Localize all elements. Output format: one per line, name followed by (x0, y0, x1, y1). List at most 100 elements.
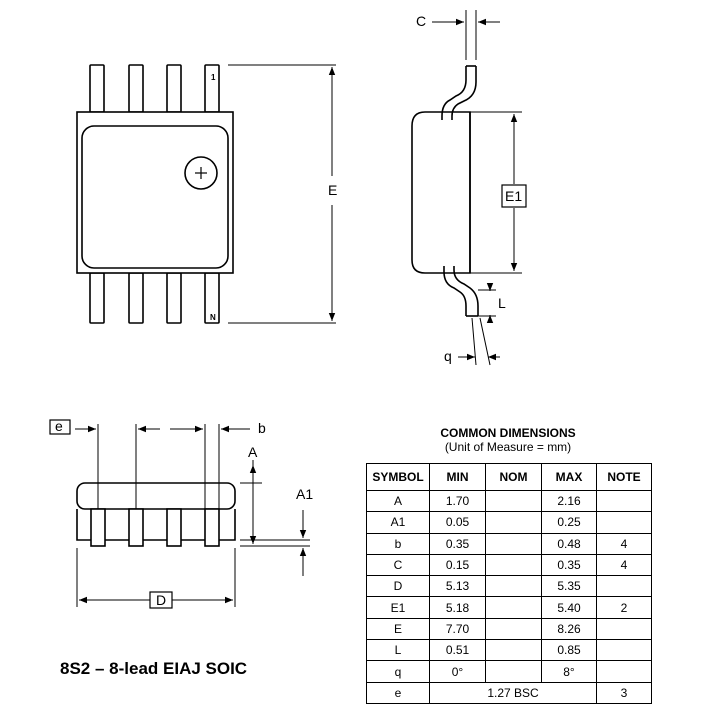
header-symbol: SYMBOL (366, 463, 430, 491)
cell-max: 0.35 (541, 553, 597, 577)
dim-label-L: L (498, 295, 506, 311)
table-header-row: SYMBOL MIN NOM MAX NOTE (366, 463, 652, 491)
bottom-lead (443, 266, 467, 316)
front-lead-1 (90, 508, 106, 547)
table-row: A 1.70 2.16 (366, 489, 652, 513)
dim-label-C: C (416, 13, 426, 29)
cell-nom (485, 596, 542, 619)
top-lead (441, 66, 467, 120)
cell-note (596, 575, 652, 598)
cell-symbol: q (366, 660, 430, 683)
package-body-inner (81, 125, 229, 269)
table-row: E 7.70 8.26 (366, 617, 652, 641)
cell-nom (485, 575, 542, 598)
cell-symbol: L (366, 639, 430, 662)
dim-label-A1: A1 (296, 486, 313, 502)
dim-label-A: A (248, 444, 258, 460)
bottom-pin-1 (89, 272, 105, 324)
cell-note: 4 (596, 532, 652, 555)
cell-min: 0.05 (429, 511, 486, 534)
cell-note (596, 489, 652, 513)
dim-label-E1: E1 (505, 188, 522, 204)
dim-label-b: b (258, 420, 266, 436)
bottom-pin-2 (128, 272, 144, 324)
top-pin-2 (128, 64, 144, 113)
cell-max: 0.48 (541, 532, 597, 555)
top-view (76, 64, 336, 324)
e-label-box (49, 419, 71, 435)
cell-note: 3 (596, 681, 652, 704)
cell-max: 8° (541, 660, 597, 683)
cell-min: 0.35 (429, 532, 486, 555)
cell-bsc-span: 1.27 BSC (429, 681, 597, 704)
cell-symbol: E (366, 617, 430, 641)
dim-label-E: E (328, 182, 337, 198)
front-view (49, 419, 310, 609)
bottom-pin-3 (166, 272, 182, 324)
header-note: NOTE (596, 463, 652, 491)
cell-note (596, 617, 652, 641)
pin1-mark-icon (184, 156, 218, 190)
side-view (411, 10, 527, 366)
top-pin-3 (166, 64, 182, 113)
table-row: A1 0.05 0.25 (366, 511, 652, 534)
dimensions-title: COMMON DIMENSIONS (440, 426, 576, 440)
front-body (76, 482, 236, 510)
table-row: b 0.35 0.48 4 (366, 532, 652, 555)
d-label-box (149, 591, 173, 609)
cell-symbol: A (366, 489, 430, 513)
front-lead-3 (166, 508, 182, 547)
package-title: 8S2 – 8-lead EIAJ SOIC (60, 659, 248, 678)
cell-min: 0° (429, 660, 486, 683)
dimensions-header: COMMON DIMENSIONS (Unit of Measure = mm) (366, 426, 650, 454)
cell-nom (485, 639, 542, 662)
e1-label-box (501, 184, 527, 208)
cell-min: 1.70 (429, 489, 486, 513)
cell-note (596, 660, 652, 683)
cell-min: 0.15 (429, 553, 486, 577)
cell-nom (485, 617, 542, 641)
cell-max: 5.35 (541, 575, 597, 598)
cell-max: 0.25 (541, 511, 597, 534)
front-lead-2 (128, 508, 144, 547)
table-row: e 1.27 BSC 3 (366, 681, 652, 704)
cell-max: 5.40 (541, 596, 597, 619)
dim-label-D: D (156, 592, 166, 608)
header-nom: NOM (485, 463, 542, 491)
cell-symbol: E1 (366, 596, 430, 619)
cell-symbol: e (366, 681, 430, 704)
dimensions-unit: (Unit of Measure = mm) (444, 440, 572, 454)
side-body (411, 111, 471, 274)
table-row: D 5.13 5.35 (366, 575, 652, 598)
dim-label-e: e (55, 418, 63, 434)
dimensions-table: SYMBOL MIN NOM MAX NOTE A 1.70 2.16 A1 0… (366, 463, 652, 704)
cell-min: 5.18 (429, 596, 486, 619)
table-row: E1 5.18 5.40 2 (366, 596, 652, 619)
table-row: L 0.51 0.85 (366, 639, 652, 662)
front-lead-4 (204, 508, 220, 547)
cell-note: 4 (596, 553, 652, 577)
header-min: MIN (429, 463, 486, 491)
cell-nom (485, 532, 542, 555)
cell-note: 2 (596, 596, 652, 619)
cell-note (596, 639, 652, 662)
cell-min: 7.70 (429, 617, 486, 641)
table-row: q 0° 8° (366, 660, 652, 683)
pin-n-label: N (210, 313, 216, 322)
top-pin-1 (89, 64, 105, 113)
cell-note (596, 511, 652, 534)
cell-symbol: b (366, 532, 430, 555)
cell-symbol: D (366, 575, 430, 598)
cell-max: 8.26 (541, 617, 597, 641)
cell-nom (485, 553, 542, 577)
cell-symbol: A1 (366, 511, 430, 534)
cell-nom (485, 660, 542, 683)
cell-max: 0.85 (541, 639, 597, 662)
dim-label-q: q (444, 348, 452, 364)
cell-min: 5.13 (429, 575, 486, 598)
cell-nom (485, 489, 542, 513)
cell-nom (485, 511, 542, 534)
table-row: C 0.15 0.35 4 (366, 553, 652, 577)
cell-min: 0.51 (429, 639, 486, 662)
